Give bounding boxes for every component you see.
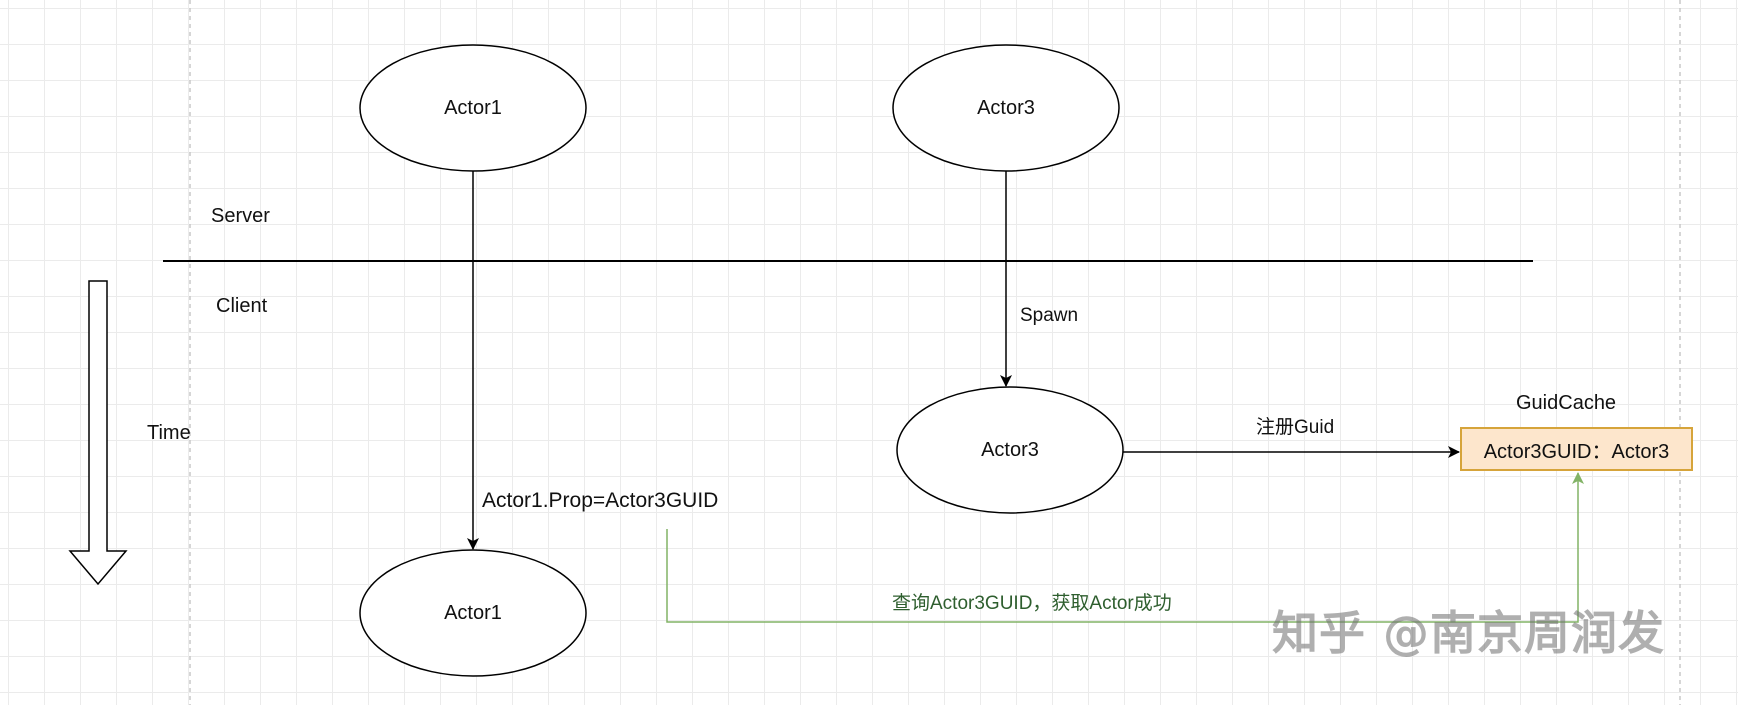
zhihu-watermark: 知乎 @南京周润发	[1272, 606, 1666, 660]
time-arrow	[68, 280, 128, 586]
register-guid-label: 注册Guid	[1256, 417, 1335, 438]
server-actor3-label: Actor3	[977, 97, 1035, 119]
client-actor3-ellipse[interactable]	[896, 386, 1124, 514]
guid-cache-entry[interactable]: Actor3GUID：Actor3	[1460, 427, 1693, 471]
client-actor1-ellipse[interactable]	[359, 549, 587, 677]
guid-cache-title: GuidCache	[1516, 392, 1617, 414]
spawn-label: Spawn	[1020, 305, 1079, 326]
query-guid-label: 查询Actor3GUID，获取Actor成功	[892, 593, 1172, 614]
time-label: Time	[147, 422, 191, 444]
server-actor1-label: Actor1	[444, 97, 502, 119]
prop-assignment-label: Actor1.Prop=Actor3GUID	[482, 489, 719, 512]
client-actor1-label: Actor1	[444, 602, 502, 624]
server-label: Server	[211, 205, 270, 227]
client-label: Client	[216, 295, 268, 317]
query-guid-path	[666, 472, 1584, 623]
client-actor3-label: Actor3	[981, 439, 1039, 461]
